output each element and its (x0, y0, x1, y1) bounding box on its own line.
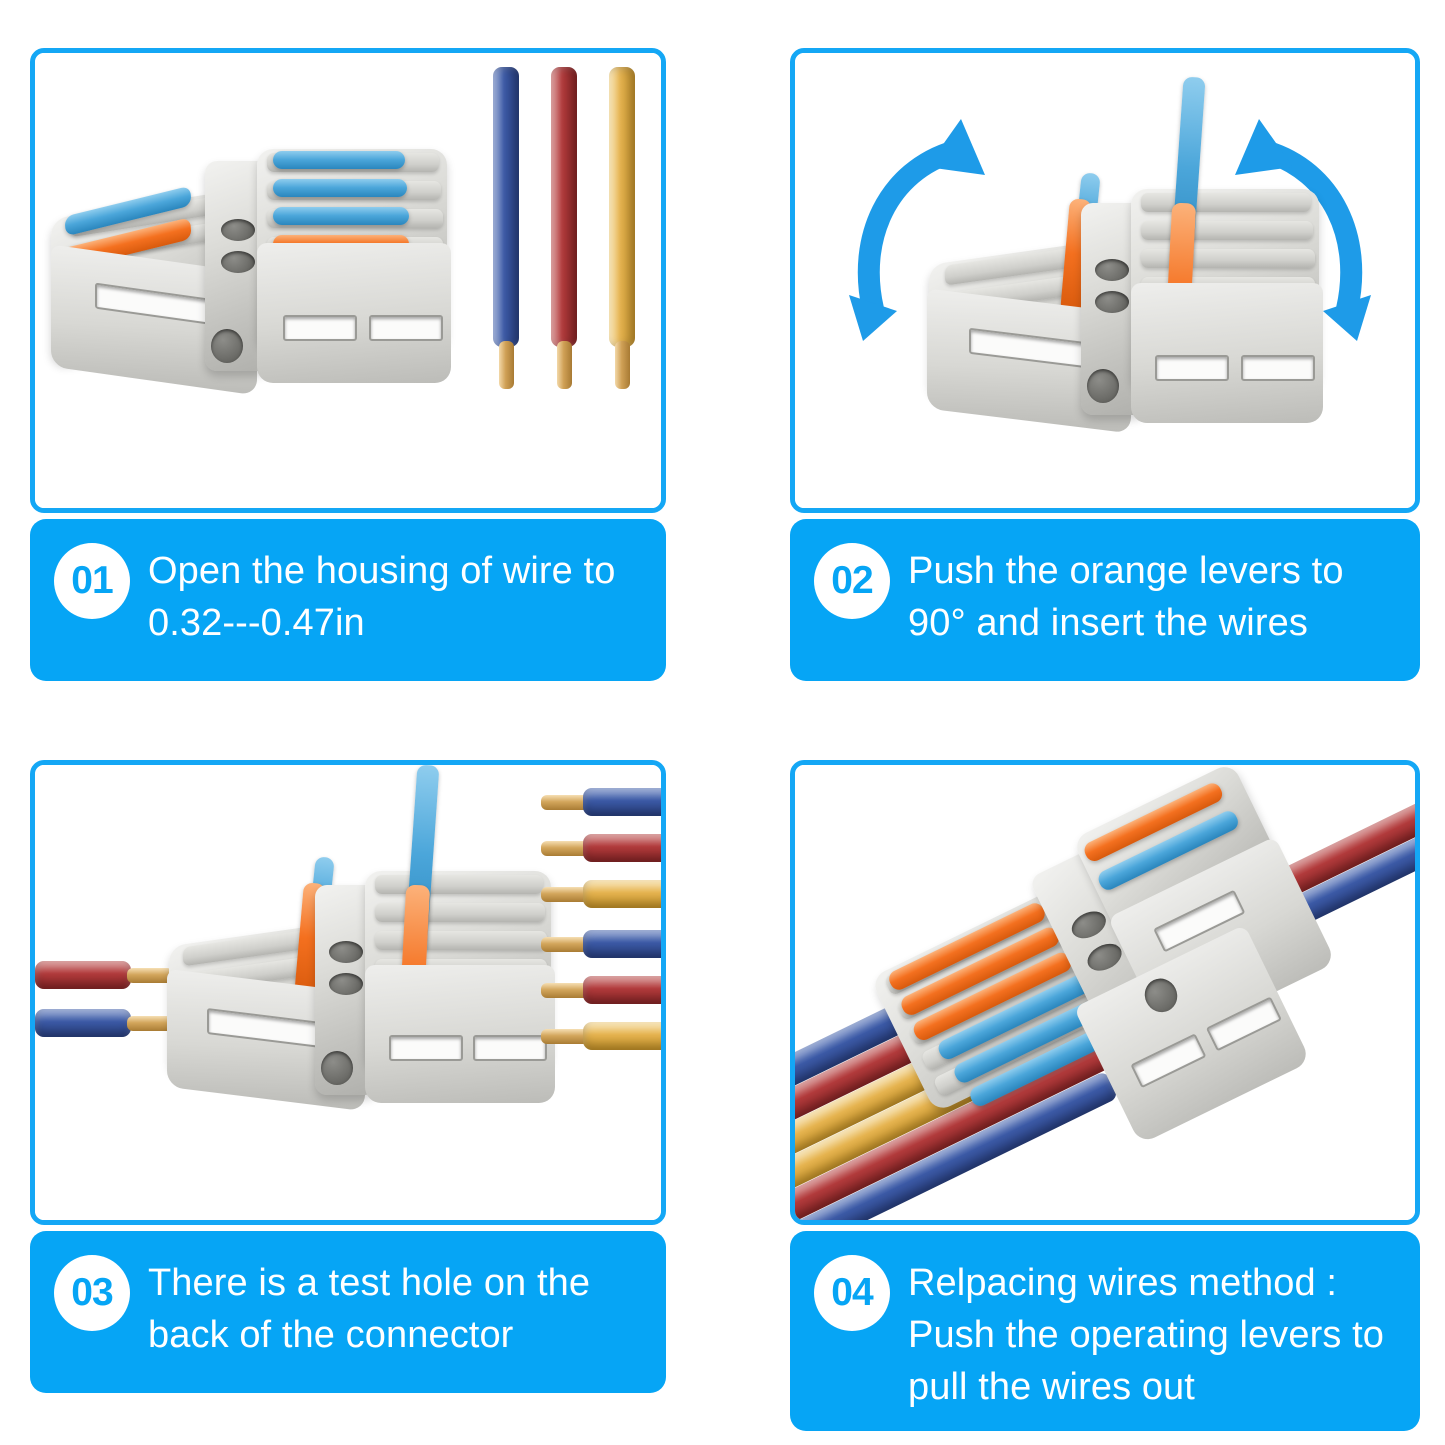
wire-copper-tip (541, 937, 593, 952)
step-04-image-frame (790, 760, 1420, 1225)
step-number-badge: 04 (814, 1255, 890, 1331)
wire-yellow (609, 67, 635, 347)
wire-blue-output (583, 788, 661, 816)
test-hole (329, 941, 363, 963)
test-hole-window (369, 315, 443, 341)
test-hole-window (473, 1035, 547, 1061)
wire-red-input (35, 961, 131, 989)
wire-yellow-output (583, 880, 661, 908)
step-panel-04: 04 Relpacing wires method : Push the ope… (790, 760, 1420, 1431)
step-03-caption: 03 There is a test hole on the back of t… (30, 1231, 666, 1393)
test-hole (329, 973, 363, 995)
test-hole-window (1155, 355, 1229, 381)
lever-blue[interactable] (273, 179, 407, 197)
test-hole (1095, 259, 1129, 281)
wire-copper-tip (541, 841, 593, 856)
step-04-caption: 04 Relpacing wires method : Push the ope… (790, 1231, 1420, 1431)
step-caption-text: There is a test hole on the back of the … (148, 1262, 591, 1356)
connector-right-face (257, 243, 451, 383)
connector-right-face (1131, 283, 1323, 423)
connector-rib (1141, 193, 1311, 212)
wire-copper-tip (557, 341, 572, 389)
step-01-illustration (35, 53, 661, 508)
step-01-caption: 01 Open the housing of wire to 0.32---0.… (30, 519, 666, 681)
wire-copper-tip (541, 887, 593, 902)
test-hole-window (283, 315, 357, 341)
step-02-illustration (795, 53, 1415, 508)
wire-copper-tip (127, 1016, 173, 1031)
step-02-image-frame (790, 48, 1420, 513)
step-caption-text: Push the orange levers to 90° and insert… (908, 550, 1344, 644)
lever-blue[interactable] (273, 207, 409, 225)
test-hole (221, 251, 255, 273)
rotate-right-arrow-icon (1235, 119, 1371, 341)
wire-copper-tip (541, 795, 593, 810)
test-hole-window (1241, 355, 1315, 381)
step-02-caption: 02 Push the orange levers to 90° and ins… (790, 519, 1420, 681)
test-hole-window (389, 1035, 463, 1061)
wire-copper-tip (499, 341, 514, 389)
wire-blue-input (35, 1009, 131, 1037)
wire-copper-tip (127, 968, 173, 983)
step-panel-03: 03 There is a test hole on the back of t… (30, 760, 666, 1393)
wire-copper-tip (541, 1029, 593, 1044)
wire-copper-tip (541, 983, 593, 998)
connector-rib (375, 931, 547, 950)
step-01-image-frame (30, 48, 666, 513)
mounting-hole (1087, 369, 1119, 403)
test-hole (1095, 291, 1129, 313)
rotate-left-arrow-icon (849, 119, 985, 341)
connector-right-face (365, 965, 555, 1103)
mounting-hole (211, 329, 243, 363)
wire-blue-output (583, 930, 661, 958)
lever-blue[interactable] (273, 151, 405, 169)
wire-yellow-output (583, 1022, 661, 1050)
wire-red-output (583, 976, 661, 1004)
connector-rib (375, 903, 545, 922)
connector-rib (1141, 249, 1315, 268)
step-panel-01: 01 Open the housing of wire to 0.32---0.… (30, 48, 666, 681)
step-04-illustration (795, 765, 1415, 1220)
step-03-image-frame (30, 760, 666, 1225)
wire-blue (493, 67, 519, 347)
wire-copper-tip (615, 341, 630, 389)
wire-red-output (583, 834, 661, 862)
mounting-hole (321, 1051, 353, 1085)
connector-rib (1141, 221, 1313, 240)
step-03-illustration (35, 765, 661, 1220)
step-number-badge: 01 (54, 543, 130, 619)
step-caption-text: Relpacing wires method : Push the operat… (908, 1262, 1384, 1408)
step-panel-02: 02 Push the orange levers to 90° and ins… (790, 48, 1420, 681)
wire-red (551, 67, 577, 347)
test-hole (221, 219, 255, 241)
connector-rib (375, 875, 543, 894)
step-number-badge: 02 (814, 543, 890, 619)
step-caption-text: Open the housing of wire to 0.32---0.47i… (148, 550, 616, 644)
connector-assembly-04 (795, 765, 1415, 1220)
step-number-badge: 03 (54, 1255, 130, 1331)
